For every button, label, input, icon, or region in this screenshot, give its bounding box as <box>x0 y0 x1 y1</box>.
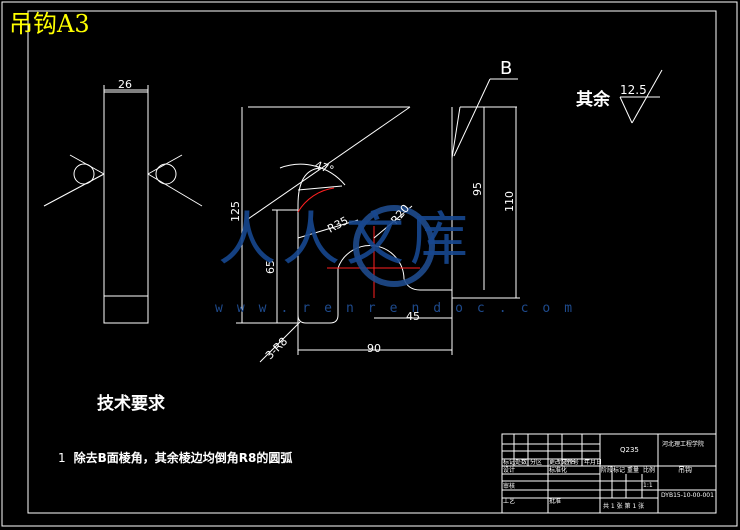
dim-label-95: 95 <box>471 182 484 196</box>
watermark-url: www.renrendoc.com <box>215 301 587 316</box>
sheet-title: 吊钩A3 <box>9 10 90 38</box>
watermark-emblem <box>353 205 435 287</box>
tb-drawing-no: DYB15-10-00-001 <box>661 492 714 499</box>
tb-cell-weight: 重量 <box>627 466 639 474</box>
tb-cell-scale-value: 1:1 <box>643 482 653 489</box>
watermark-logo: 人人文库 <box>218 205 475 273</box>
tb-cell-sign: 签名 <box>564 458 576 466</box>
tech-note-number: 1 <box>58 451 66 465</box>
tb-cell-mark: 标记 <box>503 458 515 466</box>
section-label-b: B <box>500 58 512 79</box>
dim-label-125: 125 <box>229 201 242 222</box>
dim-label-26: 26 <box>118 78 132 91</box>
main-view <box>247 106 517 355</box>
tb-cell-sheet-info: 共 1 张 第 1 张 <box>603 502 644 510</box>
tb-cell-date: 年月日 <box>584 458 602 466</box>
side-view <box>43 91 203 324</box>
inner-frame <box>27 10 717 514</box>
roughness-label: 其余 <box>576 90 610 110</box>
dim-26 <box>103 85 149 92</box>
tech-heading: 技术要求 <box>97 394 165 414</box>
tb-cell-scale: 比例 <box>643 466 655 474</box>
tb-cell-review: 审核 <box>503 482 515 490</box>
tb-cell-zone: 分区 <box>530 458 542 466</box>
dim-label-65: 65 <box>264 260 277 274</box>
dim-label-angle: 47° <box>313 158 336 176</box>
tb-cell-approve: 批准 <box>549 497 561 505</box>
tb-material: Q235 <box>620 446 639 454</box>
section-mark-leader <box>453 78 518 157</box>
dim-label-110: 110 <box>503 191 516 212</box>
tb-cell-craft: 工艺 <box>503 497 515 505</box>
tb-cell-standard: 标准化 <box>549 466 567 474</box>
tb-cell-stage-mark: 阶段标记 <box>601 466 625 474</box>
tech-note: 1 除去B面棱角，其余棱边均倒角R8的圆弧 <box>58 452 292 464</box>
tech-note-text: 除去B面棱角，其余棱边均倒角R8的圆弧 <box>73 451 293 465</box>
roughness-value: 12.5 <box>620 83 647 97</box>
dimension-lines <box>236 107 520 363</box>
tb-cell-design: 设计 <box>503 466 515 474</box>
tb-cell-count: 处数 <box>515 458 527 466</box>
title-block-grid <box>501 433 717 514</box>
dim-label-45: 45 <box>406 310 420 323</box>
tb-cell-change-doc: 更改文件号 <box>549 458 579 466</box>
dim-label-90: 90 <box>367 342 381 355</box>
dim-label-r8: 3-R8 <box>263 335 290 362</box>
roughness-symbol <box>619 69 663 124</box>
tb-company: 河北理工程学院 <box>662 440 704 448</box>
tb-part-name: 吊钩 <box>678 465 692 474</box>
